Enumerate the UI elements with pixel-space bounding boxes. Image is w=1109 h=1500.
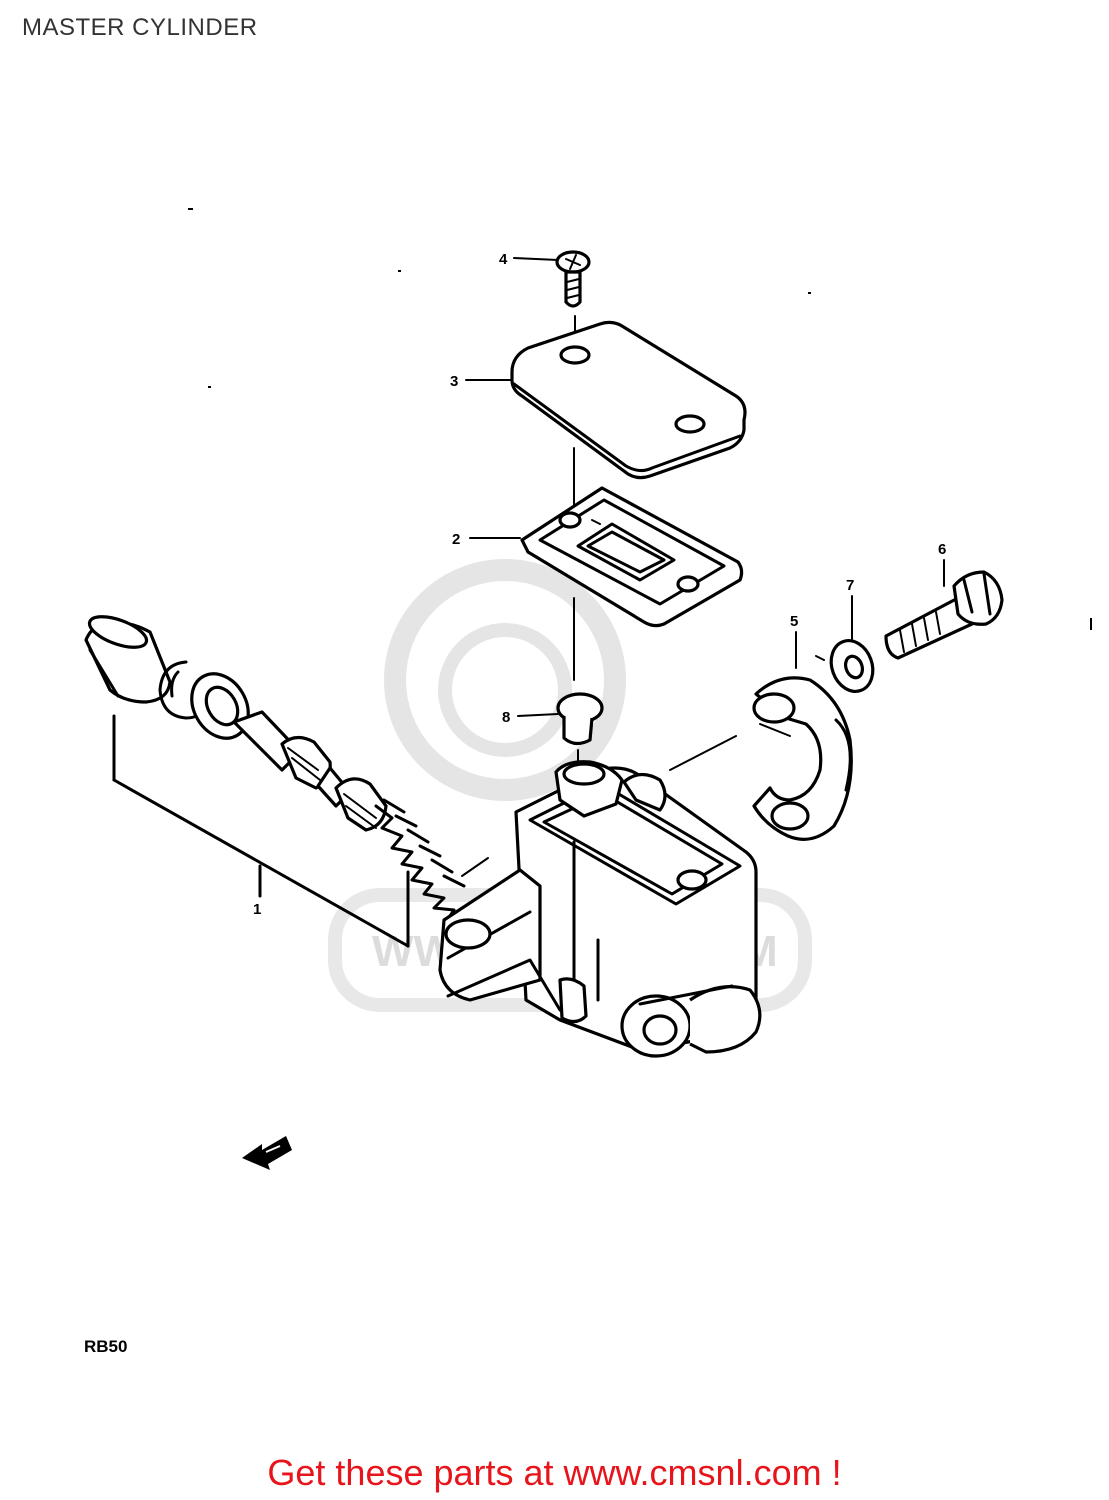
model-code: RB50 [84, 1337, 127, 1356]
part-2-diaphragm [520, 486, 744, 628]
get-parts-link[interactable]: Get these parts at www.cmsnl.com ! [267, 1452, 842, 1493]
callout-4: 4 [499, 251, 508, 268]
part-8-plug [556, 692, 604, 746]
callout-7: 7 [846, 577, 854, 594]
exploded-parts-diagram: WWW.CMSNL.COM [84, 208, 1092, 1356]
callout-3: 3 [450, 373, 458, 390]
callout-leaders [465, 257, 945, 717]
part-7-washer [829, 639, 875, 693]
part-5-clamp [752, 676, 853, 841]
part-3-reservoir-cap [510, 320, 747, 480]
part-4-screw [555, 250, 591, 308]
master-cylinder-body [438, 735, 762, 1058]
page-title: MASTER CYLINDER [22, 14, 258, 41]
callout-1: 1 [253, 901, 261, 918]
callout-8: 8 [502, 709, 510, 726]
callout-2: 2 [452, 531, 460, 548]
front-arrow-icon [242, 1136, 292, 1170]
callout-1-bracket [112, 714, 410, 948]
clamp-alignment-dash [815, 655, 825, 661]
part-1-piston-assembly [84, 615, 493, 928]
callout-6: 6 [938, 541, 946, 558]
part-6-bolt [884, 570, 1004, 660]
scan-specks [188, 208, 1092, 630]
callout-5: 5 [790, 613, 798, 630]
